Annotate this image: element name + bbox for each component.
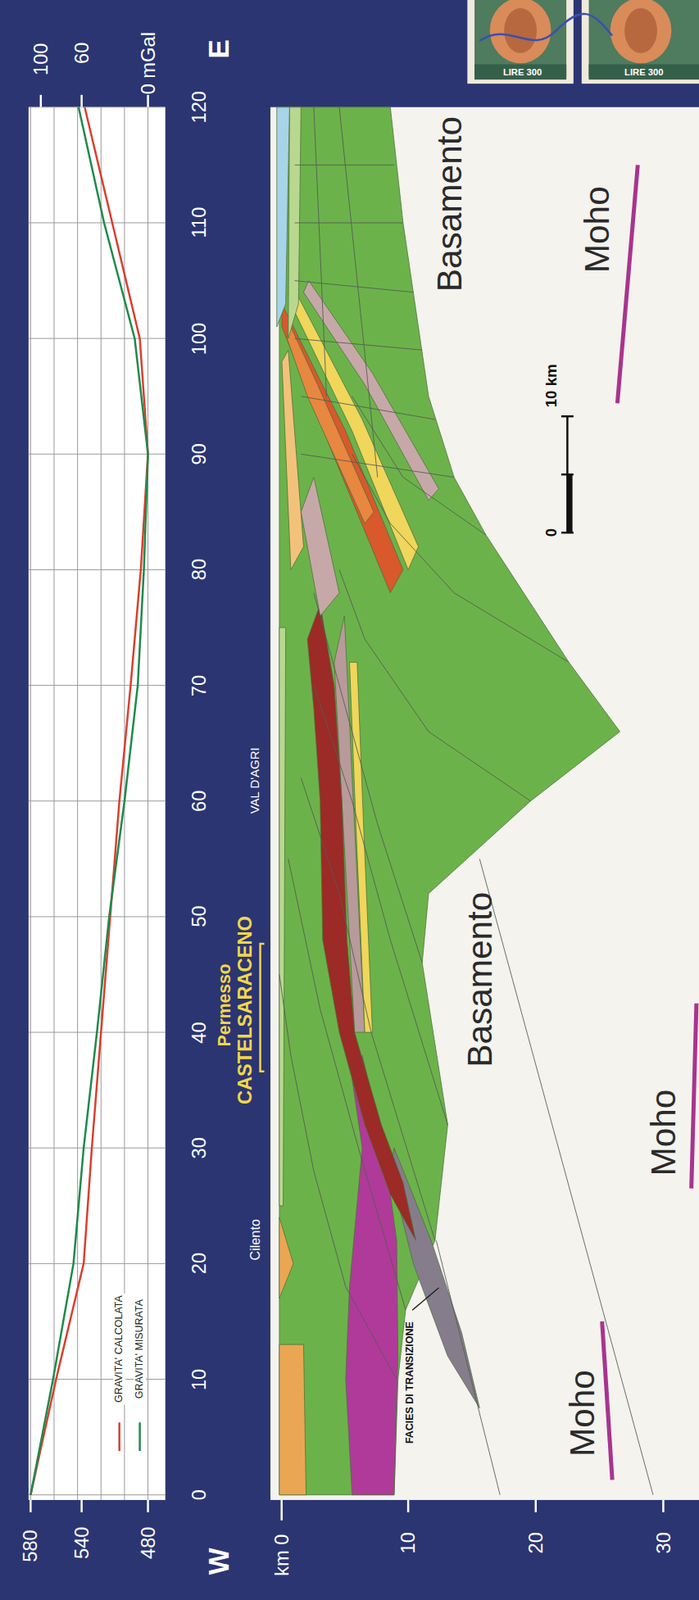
legend-text: GRAVITA' MISURATA xyxy=(133,1298,146,1402)
grid-line xyxy=(28,1494,166,1496)
grid-line xyxy=(53,107,55,1501)
grid-line xyxy=(147,107,149,1501)
measured-gravity-curve xyxy=(30,107,148,1496)
grid-line xyxy=(28,685,166,686)
distance-value: 90 xyxy=(189,443,209,465)
place-name: VAL D'AGRI xyxy=(249,747,262,814)
grid-line xyxy=(100,107,102,1501)
permit-name: CASTELSARACENO xyxy=(235,916,255,1105)
gravity-grid xyxy=(28,107,166,1501)
permit-bracket xyxy=(260,944,265,1072)
axis-value: 540 xyxy=(72,1526,92,1559)
legend-line xyxy=(118,1422,120,1452)
distance-value: 0 xyxy=(189,1489,209,1501)
legend-text: GRAVITA' CALCOLATA xyxy=(113,1293,126,1406)
stamp-text: LIRE 300 xyxy=(503,68,542,78)
depth-value: km 0 xyxy=(272,1534,292,1577)
postage-stamps xyxy=(467,0,699,84)
distance-value: 10 xyxy=(189,1368,209,1390)
moho-label: Moho xyxy=(645,1089,681,1177)
scale-bar xyxy=(561,416,574,533)
grid-line xyxy=(28,106,166,108)
permit-label: Permesso xyxy=(215,963,233,1047)
place-name: Cilento xyxy=(248,1219,262,1261)
grid-line xyxy=(28,222,166,223)
distance-value: 70 xyxy=(189,674,209,696)
unit-label: Basamento xyxy=(431,116,467,292)
axis-value: 480 xyxy=(138,1526,159,1559)
grid-line xyxy=(28,800,166,802)
grid-line xyxy=(28,338,166,340)
grid-line xyxy=(28,1148,166,1149)
distance-value: 60 xyxy=(189,790,209,813)
legend-line xyxy=(138,1422,141,1452)
depth-value: 10 xyxy=(398,1532,418,1554)
distance-value: 40 xyxy=(189,1021,209,1044)
distance-value: 110 xyxy=(189,207,209,239)
geology xyxy=(276,107,621,1496)
leader-line xyxy=(412,1288,439,1311)
fault-lines xyxy=(279,107,654,1496)
distance-value: 50 xyxy=(189,906,209,928)
gravity-panel xyxy=(28,107,166,1501)
grid-line xyxy=(28,916,166,917)
distance-value: 30 xyxy=(189,1137,209,1159)
unit-label: Basamento xyxy=(462,892,497,1068)
grid-line xyxy=(28,453,166,455)
axis-value: 100 xyxy=(31,42,51,75)
axis-value: 580 xyxy=(21,1529,41,1562)
unit-label: FACIES DI TRANSIZIONE xyxy=(404,1321,415,1444)
distance-value: 100 xyxy=(189,322,209,355)
distance-value: 80 xyxy=(189,558,209,581)
grid-line xyxy=(30,107,32,1501)
calculated-gravity-curve xyxy=(30,107,148,1496)
section-panel xyxy=(270,107,699,1501)
scale-value: 10 km xyxy=(543,363,559,408)
depth-value: 20 xyxy=(526,1532,546,1554)
grid-line xyxy=(28,1263,166,1265)
stamp-text: LIRE 300 xyxy=(624,68,663,78)
gravity-curves xyxy=(30,107,148,1496)
direction-label: W xyxy=(204,1547,234,1576)
moho-label: Moho xyxy=(564,1370,600,1458)
moho-segments xyxy=(602,164,697,1480)
axis-value: 60 xyxy=(72,42,92,64)
scale-value: 0 xyxy=(543,528,559,537)
distance-value: 120 xyxy=(189,90,209,123)
distance-value: 20 xyxy=(189,1252,209,1275)
direction-label: E xyxy=(204,39,234,59)
depth-value: 30 xyxy=(653,1532,674,1554)
axis-unit: 0 mGal xyxy=(138,31,159,95)
moho-label: Moho xyxy=(579,186,614,273)
